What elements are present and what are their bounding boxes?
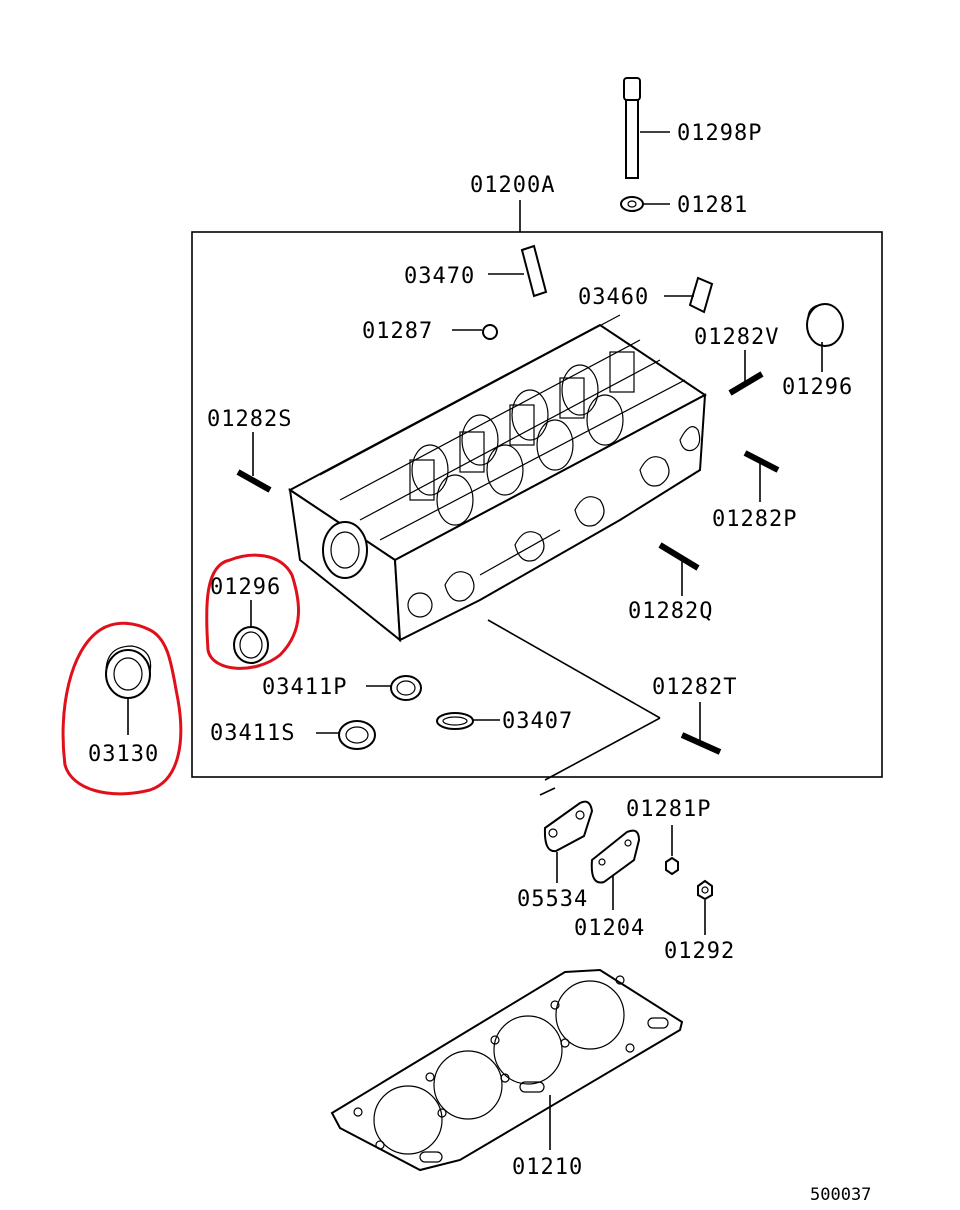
- label-01296-right: 01296: [782, 375, 853, 400]
- label-03460: 03460: [578, 285, 649, 310]
- label-01282p: 01282P: [712, 507, 797, 532]
- nut-01292: [697, 879, 713, 935]
- label-01200a: 01200A: [470, 173, 555, 198]
- figure-reference: 500037: [810, 1185, 871, 1205]
- label-01298p: 01298P: [677, 121, 762, 146]
- oring-03407: [436, 712, 500, 730]
- label-01210: 01210: [512, 1155, 583, 1180]
- label-01287: 01287: [362, 319, 433, 344]
- label-01204: 01204: [574, 916, 645, 941]
- label-03130: 03130: [88, 742, 159, 767]
- label-01281p: 01281P: [626, 797, 711, 822]
- label-01282t: 01282T: [652, 675, 737, 700]
- bolt-01298p: [623, 77, 670, 179]
- stud-01282t: [680, 702, 722, 755]
- valve-guide-03470: [488, 244, 548, 298]
- stud-01282p: [743, 450, 780, 502]
- label-03411s: 03411S: [210, 721, 295, 746]
- label-01281: 01281: [677, 193, 748, 218]
- label-01282q: 01282Q: [628, 599, 713, 624]
- label-01292: 01292: [664, 939, 735, 964]
- highlight-circle-01296: [205, 553, 300, 670]
- label-01282v: 01282V: [694, 325, 779, 350]
- oil-seal-03130: [105, 645, 152, 735]
- label-03470: 03470: [404, 264, 475, 289]
- assembly-box: [191, 231, 883, 778]
- label-05534: 05534: [517, 887, 588, 912]
- plug-cap-01296-left: [233, 600, 269, 664]
- seal-03411p: [366, 675, 422, 701]
- gasket-05534: [539, 787, 594, 883]
- cylinder-head: [288, 314, 707, 781]
- valve-guide-03460: [664, 276, 714, 314]
- label-01282s: 01282S: [207, 407, 292, 432]
- stud-01282q: [658, 542, 700, 596]
- stud-01282v: [728, 350, 764, 396]
- highlight-circle-03130: [61, 621, 183, 796]
- plug-cap-01296-right: [806, 303, 844, 372]
- head-gasket-01210: [330, 968, 684, 1172]
- seal-03411s: [316, 720, 376, 750]
- cover-01204: [590, 829, 641, 910]
- label-03407: 03407: [502, 709, 573, 734]
- nut-01281p: [665, 825, 679, 876]
- washer-01281: [620, 196, 670, 212]
- stud-01282s: [236, 432, 272, 493]
- label-03411p: 03411P: [262, 675, 347, 700]
- plug-01287: [452, 324, 498, 340]
- label-01296-left: 01296: [210, 575, 281, 600]
